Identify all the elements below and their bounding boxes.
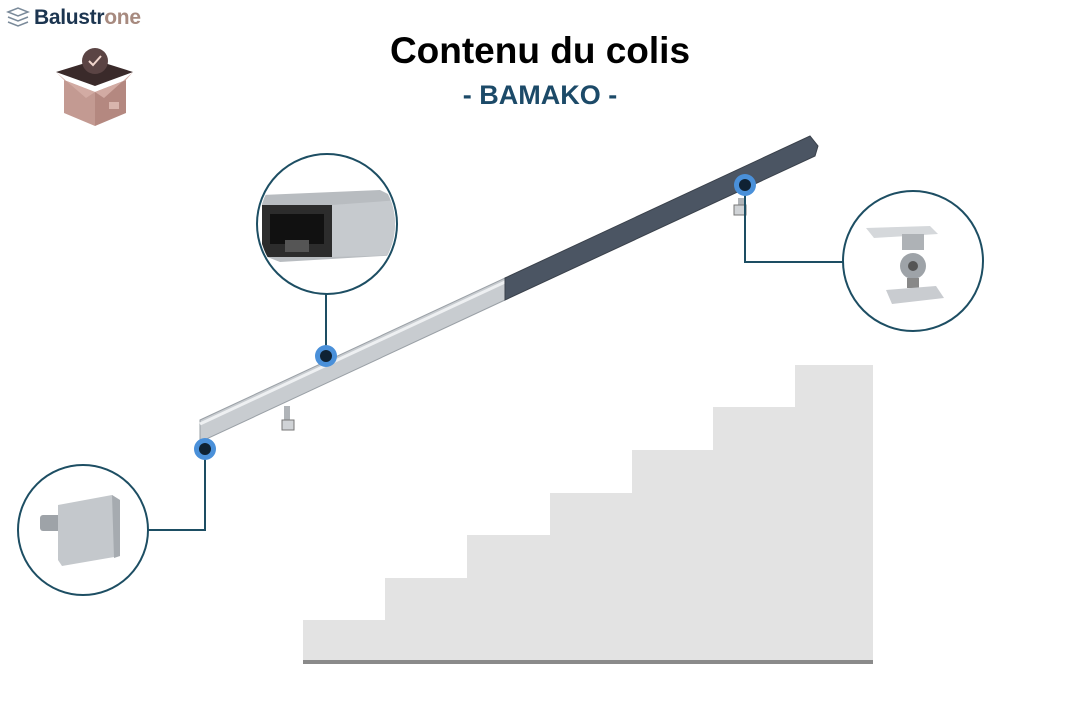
- staircase: [303, 365, 873, 664]
- page-title: Contenu du colis: [389, 30, 691, 71]
- rail-profile-closeup-icon: [262, 190, 395, 262]
- brand-logo: Balustrone: [6, 6, 141, 30]
- end-cap-closeup-icon: [40, 495, 120, 566]
- package-icon: [56, 48, 133, 126]
- page-subtitle: - BAMAKO -: [462, 80, 618, 110]
- wall-bracket-callout[interactable]: [842, 190, 984, 332]
- callout-dots: [194, 174, 756, 460]
- brand-name: Balustrone: [34, 6, 141, 29]
- bracket-closeup-icon: [866, 226, 944, 304]
- logo-stairs-icon: [6, 7, 30, 27]
- rail-profile-callout[interactable]: [256, 153, 400, 295]
- end-cap-callout[interactable]: [17, 464, 149, 596]
